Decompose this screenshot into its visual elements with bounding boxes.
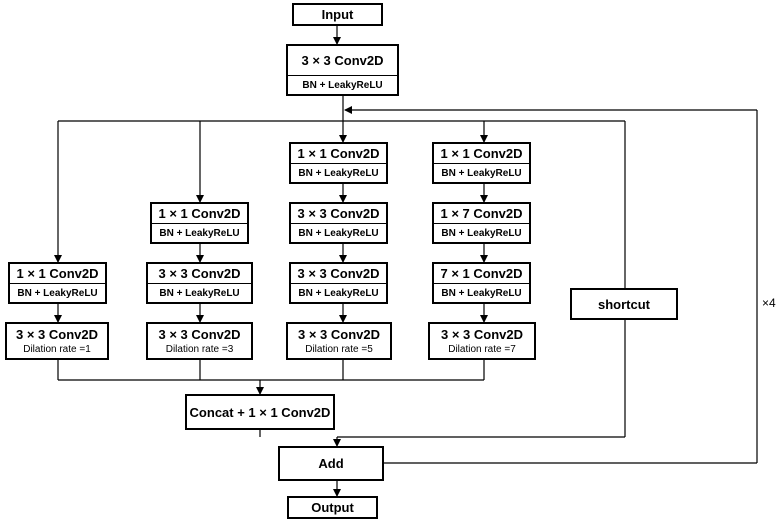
stem-bn-label: BN + LeakyReLU — [288, 75, 397, 94]
branch3-dilation-rate: Dilation rate =5 — [305, 344, 373, 355]
branch3-conv1x1-block: 1 × 1 Conv2D BN + LeakyReLU — [289, 142, 388, 184]
branch2-conv3x3-block: 3 × 3 Conv2D BN + LeakyReLU — [146, 262, 253, 304]
branch4-conv1x7-label: 1 × 7 Conv2D — [440, 206, 523, 221]
branch4-conv1x1-bn: BN + LeakyReLU — [434, 163, 529, 182]
branch3-conv3x3-a-bn: BN + LeakyReLU — [291, 223, 386, 242]
branch3-conv1x1-label: 1 × 1 Conv2D — [297, 146, 380, 161]
branch1-conv1x1-block: 1 × 1 Conv2D BN + LeakyReLU — [8, 262, 107, 304]
shortcut-label: shortcut — [598, 296, 650, 312]
branch1-conv1x1-bn: BN + LeakyReLU — [10, 283, 105, 302]
branch4-conv7x1-block: 7 × 1 Conv2D BN + LeakyReLU — [432, 262, 531, 304]
branch1-dilation-rate: Dilation rate =1 — [23, 344, 91, 355]
add-block: Add — [278, 446, 384, 481]
output-block: Output — [287, 496, 378, 519]
branch2-conv1x1-bn: BN + LeakyReLU — [152, 223, 247, 242]
branch2-conv1x1-block: 1 × 1 Conv2D BN + LeakyReLU — [150, 202, 249, 244]
branch2-dilated-conv-block: 3 × 3 Conv2D Dilation rate =3 — [146, 322, 253, 360]
add-label: Add — [318, 456, 344, 471]
branch4-conv7x1-bn: BN + LeakyReLU — [434, 283, 529, 302]
shortcut-block: shortcut — [570, 288, 678, 320]
branch1-dilated-conv-label: 3 × 3 Conv2D — [15, 326, 98, 342]
branch3-conv3x3-a-label: 3 × 3 Conv2D — [297, 206, 380, 221]
input-label: Input — [321, 7, 354, 22]
branch4-conv1x7-bn: BN + LeakyReLU — [434, 223, 529, 242]
repeat-count-label: ×4 — [762, 296, 776, 310]
branch3-dilated-conv-label: 3 × 3 Conv2D — [297, 326, 380, 342]
branch2-conv3x3-bn: BN + LeakyReLU — [148, 283, 251, 302]
concat-label: Concat + 1 × 1 Conv2D — [189, 404, 331, 420]
branch4-conv7x1-label: 7 × 1 Conv2D — [440, 266, 523, 281]
stem-conv-label: 3 × 3 Conv2D — [301, 53, 384, 68]
branch3-conv1x1-bn: BN + LeakyReLU — [291, 163, 386, 182]
branch2-dilated-conv-label: 3 × 3 Conv2D — [158, 326, 241, 342]
branch3-conv3x3-a-block: 3 × 3 Conv2D BN + LeakyReLU — [289, 202, 388, 244]
branch1-conv1x1-label: 1 × 1 Conv2D — [16, 266, 99, 281]
branch4-dilated-conv-label: 3 × 3 Conv2D — [440, 326, 523, 342]
concat-block: Concat + 1 × 1 Conv2D — [185, 394, 335, 430]
branch3-dilated-conv-block: 3 × 3 Conv2D Dilation rate =5 — [286, 322, 392, 360]
stem-conv-block: 3 × 3 Conv2D BN + LeakyReLU — [286, 44, 399, 96]
branch3-conv3x3-b-bn: BN + LeakyReLU — [291, 283, 386, 302]
branch4-dilated-conv-block: 3 × 3 Conv2D Dilation rate =7 — [428, 322, 536, 360]
branch3-conv3x3-b-label: 3 × 3 Conv2D — [297, 266, 380, 281]
input-block: Input — [292, 3, 383, 26]
output-label: Output — [311, 500, 354, 515]
branch1-dilated-conv-block: 3 × 3 Conv2D Dilation rate =1 — [5, 322, 109, 360]
branch3-conv3x3-b-block: 3 × 3 Conv2D BN + LeakyReLU — [289, 262, 388, 304]
branch4-conv1x1-label: 1 × 1 Conv2D — [440, 146, 523, 161]
branch4-conv1x7-block: 1 × 7 Conv2D BN + LeakyReLU — [432, 202, 531, 244]
branch2-conv1x1-label: 1 × 1 Conv2D — [158, 206, 241, 221]
branch2-dilation-rate: Dilation rate =3 — [165, 344, 234, 355]
branch4-dilation-rate: Dilation rate =7 — [448, 344, 516, 355]
branch2-conv3x3-label: 3 × 3 Conv2D — [158, 266, 241, 281]
branch4-conv1x1-block: 1 × 1 Conv2D BN + LeakyReLU — [432, 142, 531, 184]
